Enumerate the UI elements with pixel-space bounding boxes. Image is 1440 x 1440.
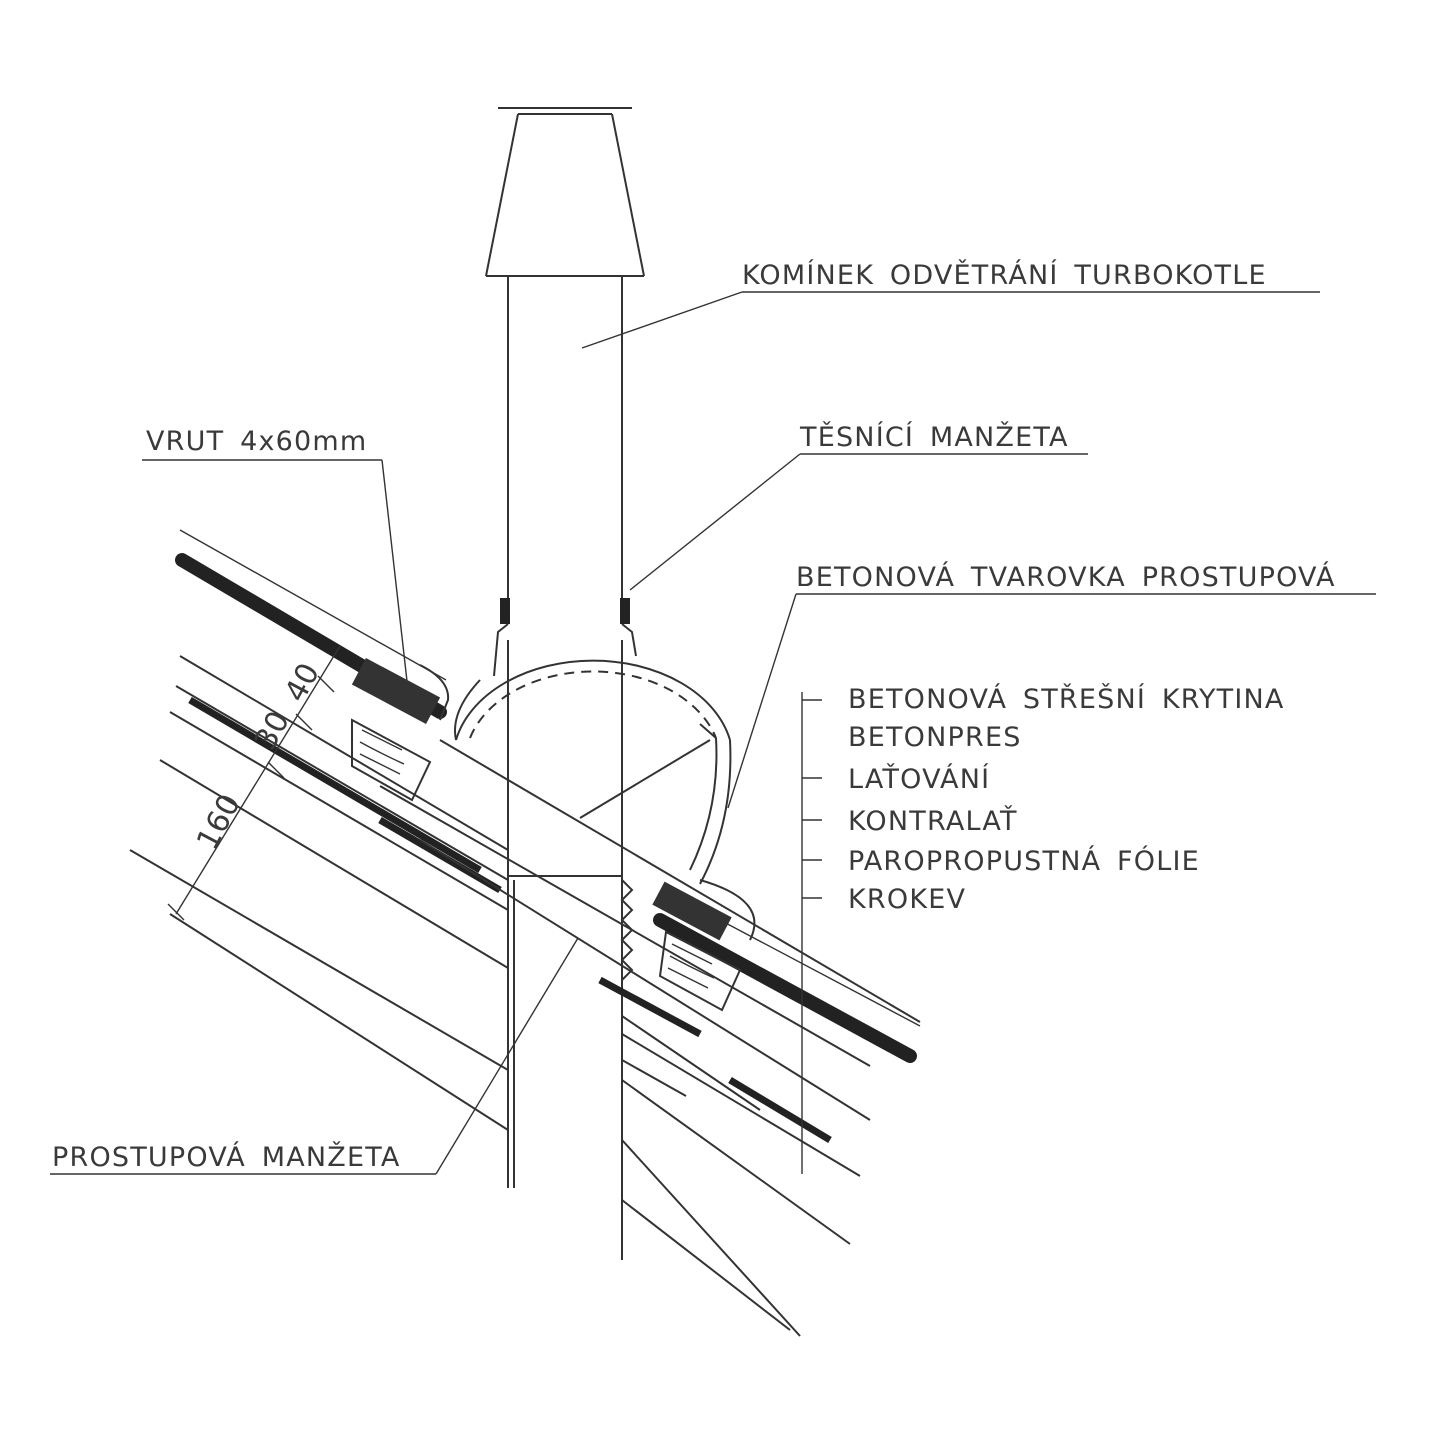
chimney-pipe bbox=[485, 107, 645, 1260]
label-layer-roofing-2: BETONPRES bbox=[848, 722, 1022, 753]
label-layer-battens: LAŤOVÁNÍ bbox=[848, 763, 990, 795]
dimension-30: 30 bbox=[248, 706, 297, 756]
leader-lines bbox=[50, 291, 1376, 1175]
label-concrete-fitting: BETONOVÁ TVAROVKA PROSTUPOVÁ bbox=[796, 561, 1336, 593]
label-layer-membrane: PAROPROPUSTNÁ FÓLIE bbox=[848, 845, 1200, 877]
label-penetration-collar: PROSTUPOVÁ MANŽETA bbox=[52, 1141, 401, 1173]
label-layer-counter-battens: KONTRALAŤ bbox=[848, 805, 1018, 837]
label-screw: VRUT 4x60mm bbox=[146, 426, 367, 457]
batten-left bbox=[351, 658, 441, 802]
label-layer-roofing-1: BETONOVÁ STŘEŠNÍ KRYTINA bbox=[848, 683, 1285, 715]
label-sealing-collar: TĚSNÍCÍ MANŽETA bbox=[799, 421, 1069, 453]
label-chimney: KOMÍNEK ODVĚTRÁNÍ TURBOKOTLE bbox=[742, 259, 1267, 291]
concrete-fitting bbox=[454, 659, 732, 885]
dimension-40: 40 bbox=[278, 658, 327, 708]
dimension-160: 160 bbox=[190, 789, 248, 856]
label-layer-rafter: KROKEV bbox=[848, 884, 966, 915]
batten-right bbox=[652, 881, 742, 1012]
sealing-collar bbox=[493, 598, 637, 677]
dimension-lines bbox=[167, 645, 341, 921]
